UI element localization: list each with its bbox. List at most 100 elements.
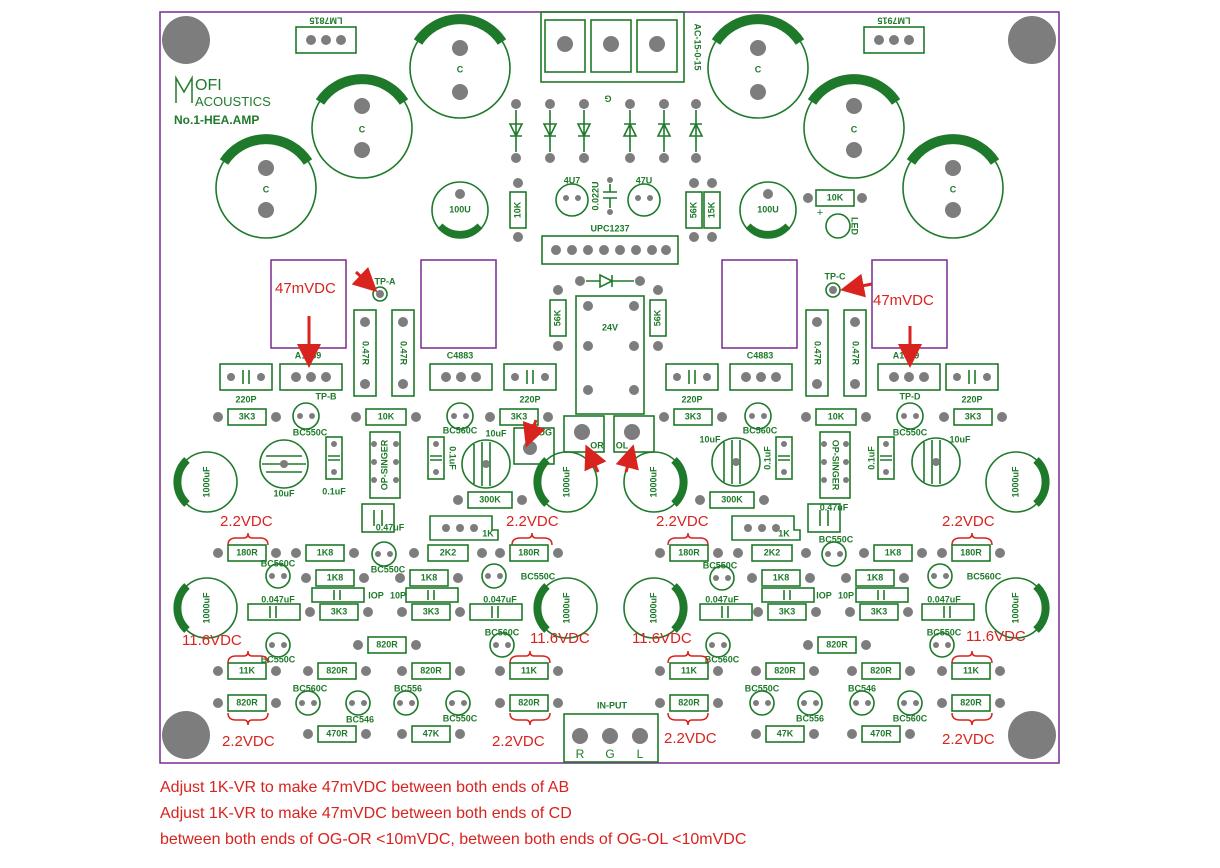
- svg-text:10uF: 10uF: [949, 434, 971, 444]
- svg-text:BC550C: BC550C: [745, 683, 780, 693]
- svg-text:G: G: [605, 747, 614, 761]
- svg-text:A1859: A1859: [893, 350, 920, 360]
- svg-text:2K2: 2K2: [440, 547, 457, 557]
- svg-text:3K3: 3K3: [965, 411, 982, 421]
- capacitors-220p: 220P 220P 220P 220P: [219, 363, 999, 404]
- svg-text:1K: 1K: [778, 528, 790, 538]
- svg-text:BC560C: BC560C: [705, 654, 740, 664]
- resistor-10k-top-left: 10K: [509, 178, 527, 242]
- capacitor-4u7: 4U7: [555, 175, 589, 217]
- svg-text:BC556: BC556: [394, 683, 422, 693]
- svg-text:2.2VDC: 2.2VDC: [222, 733, 275, 750]
- tp-cd-voltage-label: 47mVDC: [873, 292, 934, 309]
- svg-text:2.2VDC: 2.2VDC: [492, 733, 545, 750]
- svg-text:BC550C: BC550C: [293, 427, 328, 437]
- svg-text:0.47uF: 0.47uF: [820, 502, 849, 512]
- svg-text:1000uF: 1000uF: [648, 592, 658, 624]
- svg-text:0.1uF: 0.1uF: [866, 446, 876, 470]
- svg-text:C: C: [950, 184, 957, 194]
- capacitor-100u-left: 100U: [431, 181, 489, 239]
- instruction-line-3: between both ends of OG-OR <10mVDC, betw…: [160, 831, 747, 848]
- resistors-300k: 300K 300K: [453, 491, 769, 509]
- svg-text:LM7815: LM7815: [309, 16, 342, 26]
- svg-text:OR: OR: [590, 440, 604, 450]
- svg-text:56K: 56K: [552, 309, 562, 326]
- svg-text:1K8: 1K8: [327, 572, 344, 582]
- svg-text:1K8: 1K8: [773, 572, 790, 582]
- svg-text:BC550C: BC550C: [703, 560, 738, 570]
- indicator-arrows: [297, 266, 922, 473]
- svg-text:11K: 11K: [963, 665, 980, 675]
- svg-text:0.047uF: 0.047uF: [705, 594, 739, 604]
- small-transistors-upper: BC550C BC560C BC560C BC550C: [292, 402, 928, 437]
- svg-text:3K3: 3K3: [779, 606, 796, 616]
- svg-text:BC550C: BC550C: [443, 713, 478, 723]
- resistor-56k-relay-right: 56K: [649, 285, 667, 351]
- svg-text:AC-15-0-15: AC-15-0-15: [693, 23, 703, 70]
- svg-text:11.6VDC: 11.6VDC: [530, 630, 590, 647]
- adjustment-instructions: Adjust 1K-VR to make 47mVDC between both…: [160, 775, 746, 853]
- svg-text:1000uF: 1000uF: [201, 592, 211, 624]
- resistor-15k-top: 15K: [703, 178, 721, 242]
- svg-text:10uF: 10uF: [273, 488, 295, 498]
- svg-text:10K: 10K: [512, 201, 522, 218]
- svg-text:100U: 100U: [757, 204, 779, 214]
- svg-text:11.6VDC: 11.6VDC: [632, 630, 692, 647]
- svg-text:C4883: C4883: [747, 350, 774, 360]
- resistors-row-2: 180R 1K8 2K2 180R 180R 2K2 1K8 180R: [213, 544, 1005, 562]
- svg-text:2.2VDC: 2.2VDC: [506, 513, 559, 530]
- rectifier-diodes: [508, 99, 704, 163]
- brand-line1: OFI: [195, 77, 222, 94]
- svg-text:11K: 11K: [681, 665, 698, 675]
- svg-text:BC560C: BC560C: [261, 558, 296, 568]
- svg-text:3K3: 3K3: [511, 411, 528, 421]
- instruction-line-2: Adjust 1K-VR to make 47mVDC between both…: [160, 805, 572, 822]
- svg-text:TP-C: TP-C: [825, 271, 846, 281]
- svg-text:220P: 220P: [519, 394, 540, 404]
- mounting-holes: [162, 16, 1056, 759]
- svg-text:3K3: 3K3: [871, 606, 888, 616]
- svg-text:820R: 820R: [960, 697, 982, 707]
- svg-text:470R: 470R: [326, 728, 348, 738]
- svg-text:0.047uF: 0.047uF: [261, 594, 295, 604]
- svg-text:1000uF: 1000uF: [1010, 466, 1020, 498]
- svg-text:300K: 300K: [479, 494, 501, 504]
- svg-text:2K2: 2K2: [764, 547, 781, 557]
- svg-text:OG: OG: [538, 427, 552, 437]
- svg-text:IOP: IOP: [368, 590, 384, 600]
- svg-text:1K: 1K: [482, 528, 494, 538]
- svg-text:R: R: [576, 747, 585, 761]
- svg-text:10K: 10K: [827, 192, 844, 202]
- resistors-row-6: 820R 820R 820R 820R 470R 47K 47K 470R: [213, 694, 1005, 743]
- svg-text:BC550C: BC550C: [521, 571, 556, 581]
- svg-text:11K: 11K: [239, 665, 256, 675]
- capacitors-10uf: 10uF 10uF 10uF 10uF: [259, 428, 971, 498]
- capacitors-10p: IOP 10P IOP 10P: [311, 587, 909, 603]
- svg-text:TP-A: TP-A: [375, 276, 396, 286]
- svg-text:L: L: [637, 747, 644, 761]
- resistors-row-1: 3K3 10K 3K3 3K3 10K 3K3: [213, 408, 1007, 426]
- input-connector: IN-PUT R G L: [563, 700, 659, 763]
- svg-text:BC546: BC546: [346, 714, 374, 724]
- svg-text:820R: 820R: [376, 639, 398, 649]
- svg-text:BC560C: BC560C: [967, 571, 1002, 581]
- brand-line3: No.1-HEA.AMP: [174, 113, 259, 127]
- svg-text:G: G: [604, 94, 611, 104]
- svg-text:IOP: IOP: [816, 590, 832, 600]
- svg-text:1000uF: 1000uF: [561, 592, 571, 624]
- svg-text:300K: 300K: [721, 494, 743, 504]
- board-outline: [159, 11, 1060, 764]
- capacitors-01uf: 0.1uF 0.1uF 0.1uF 0.1uF: [322, 436, 895, 496]
- svg-text:OP-SINGER: OP-SINGER: [379, 439, 389, 490]
- svg-text:C4883: C4883: [447, 350, 474, 360]
- test-point-d-label: TP-D: [900, 391, 921, 401]
- op-singer-right: OP-SINGER: [819, 431, 851, 499]
- capacitors-047uf: 0.47uF 0.47uF: [361, 502, 849, 533]
- svg-text:1000uF: 1000uF: [648, 466, 658, 498]
- tp-ab-voltage-label: 47mVDC: [275, 280, 336, 297]
- svg-text:2.2VDC: 2.2VDC: [942, 731, 995, 748]
- svg-text:0.1uF: 0.1uF: [448, 446, 458, 470]
- svg-text:C: C: [755, 64, 762, 74]
- test-point-a: TP-A: [372, 276, 396, 302]
- svg-text:0.47R: 0.47R: [813, 341, 823, 366]
